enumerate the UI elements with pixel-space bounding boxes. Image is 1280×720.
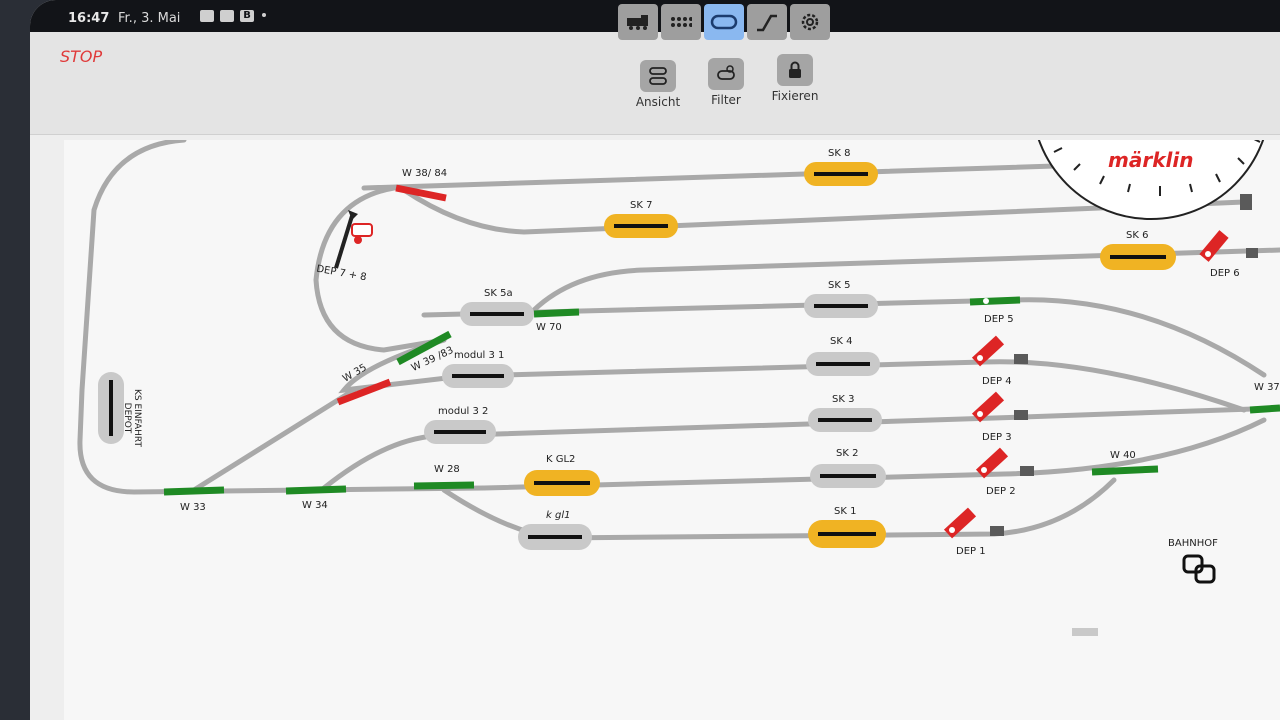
track-loop <box>313 185 447 353</box>
label-sk5: SK 5 <box>828 280 851 291</box>
status-date: Fr., 3. Mai <box>118 11 181 26</box>
label-w28: W 28 <box>434 464 460 475</box>
filter-icon <box>708 58 744 90</box>
signal-dep78 <box>334 210 373 269</box>
switch-w37 <box>1249 404 1280 414</box>
label-dep2: DEP 2 <box>986 486 1016 497</box>
buffer-small <box>1072 628 1098 636</box>
track-sk5 <box>421 297 1267 378</box>
switch-w34 <box>285 485 347 495</box>
buffer-sk7 <box>1240 194 1252 210</box>
filter-label: Filter <box>711 93 741 107</box>
status-badge: B <box>240 10 254 22</box>
lock-label: Fixieren <box>771 89 819 103</box>
layout-icon[interactable] <box>704 4 744 40</box>
signal-dep6 <box>1199 230 1258 262</box>
label-w3884: W 38/ 84 <box>402 168 448 179</box>
label-modul31: modul 3 1 <box>454 350 505 361</box>
notification-dot-icon <box>262 13 266 17</box>
label-sk8: SK 8 <box>828 148 851 159</box>
label-sk3: SK 3 <box>832 394 855 405</box>
label-sk1: SK 1 <box>834 506 857 517</box>
clock-widget <box>1037 140 1265 220</box>
label-modul32: modul 3 2 <box>438 406 489 417</box>
switch-w3884 <box>395 184 447 202</box>
locomotive-icon[interactable] <box>618 4 658 40</box>
track-sk7 <box>401 187 1247 235</box>
marklin-logo: märklin <box>1108 148 1194 172</box>
label-kgl1: k gl1 <box>546 510 571 521</box>
status-time: 16:47 <box>68 11 110 26</box>
keypad-icon[interactable] <box>661 4 701 40</box>
label-dep5: DEP 5 <box>984 314 1014 325</box>
label-sk5a: SK 5a <box>484 288 513 299</box>
switch-w70 <box>533 308 580 318</box>
signal-dep5 <box>983 298 989 304</box>
app-screen: 16:47 Fr., 3. Mai B STOP <box>30 0 1280 720</box>
switch-w3983 <box>396 330 452 366</box>
view-label: Ansicht <box>635 95 681 109</box>
image-icon <box>220 10 234 22</box>
label-w40: W 40 <box>1110 450 1136 461</box>
label-w70: W 70 <box>536 322 562 333</box>
label-ks-depot: KS EINFAHRT DEPOT <box>122 389 142 447</box>
track-w35-diag <box>191 387 357 493</box>
label-kgl2: K GL2 <box>546 454 576 465</box>
signal-dep3 <box>971 391 1028 423</box>
switch-w40 <box>1091 465 1159 476</box>
switch-w28 <box>413 481 475 490</box>
signal-dep2 <box>975 447 1034 479</box>
filter-button[interactable]: Filter <box>702 58 750 107</box>
label-sk2: SK 2 <box>836 448 859 459</box>
signal-dep4 <box>971 335 1028 367</box>
label-bahnhof: BAHNHOF <box>1168 538 1218 549</box>
gear-icon[interactable] <box>790 4 830 40</box>
label-dep4: DEP 4 <box>982 376 1012 387</box>
track-sk6-upper <box>531 247 1280 313</box>
label-w33: W 33 <box>180 502 206 513</box>
station-link-icon[interactable] <box>1182 554 1216 584</box>
view-button[interactable]: Ansicht <box>628 60 688 109</box>
label-dep3: DEP 3 <box>982 432 1012 443</box>
mail-icon <box>200 10 214 22</box>
label-sk4: SK 4 <box>830 336 853 347</box>
track-sk1 <box>441 477 1117 541</box>
lock-icon <box>777 54 813 86</box>
switch-w35 <box>336 378 392 406</box>
switch-w33 <box>163 486 225 496</box>
stop-button[interactable]: STOP <box>60 47 103 66</box>
track-sk4 <box>338 337 1247 413</box>
track-diagram <box>77 140 1280 636</box>
label-sk7: SK 7 <box>630 200 653 211</box>
mode-tabs <box>618 4 830 40</box>
signal-dep1 <box>943 507 1004 539</box>
switch-dep5 <box>969 296 1021 306</box>
track-outer-loop <box>77 140 487 495</box>
label-w37: W 37 <box>1254 382 1280 393</box>
route-icon[interactable] <box>747 4 787 40</box>
lock-button[interactable]: Fixieren <box>768 54 822 103</box>
label-sk6: SK 6 <box>1126 230 1149 241</box>
track-layout: märklin SK 8 SK 7 SK 6 SK 5a SK 5 modul … <box>64 140 1280 720</box>
label-dep6: DEP 6 <box>1210 268 1240 279</box>
label-w34: W 34 <box>302 500 328 511</box>
view-icon <box>640 60 676 92</box>
toolbar: STOP Ansicht <box>30 4 1280 135</box>
label-dep1: DEP 1 <box>956 546 986 557</box>
